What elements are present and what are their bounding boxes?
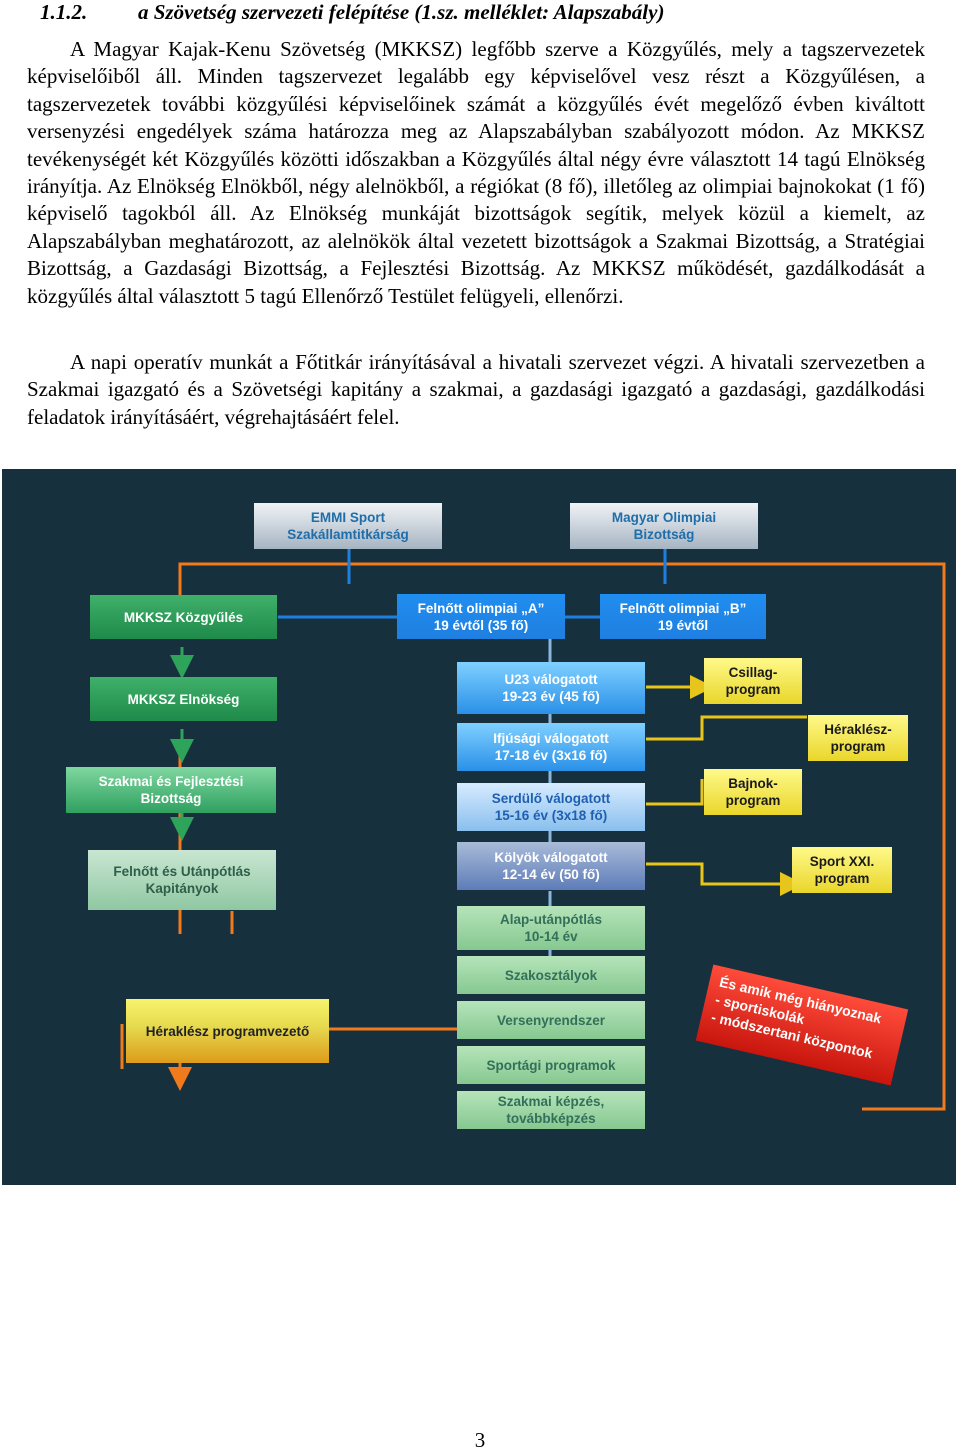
elnokseg-box: MKKSZ Elnökség xyxy=(90,677,277,721)
org-chart: EMMI Sport Szakállamtitkárság Magyar Oli… xyxy=(2,469,956,1185)
ifjusagi-box: Ifjúsági válogatott 17-18 év (3x16 fő) xyxy=(457,723,645,771)
szakmai-bizottsag-box: Szakmai és Fejlesztési Bizottság xyxy=(66,767,276,813)
szakmai-kepzes-box: Szakmai képzés, továbbképzés xyxy=(457,1091,645,1129)
section-title: a Szövetség szervezeti felépítése (1.sz.… xyxy=(138,0,665,24)
kozgyules-box: MKKSZ Közgyűlés xyxy=(90,595,277,639)
alap-box: Alap-utánpótlás 10-14 év xyxy=(457,906,645,950)
u23-box: U23 válogatott 19-23 év (45 fő) xyxy=(457,662,645,714)
emmi-box: EMMI Sport Szakállamtitkárság xyxy=(254,503,442,549)
heraklesz-box: Héraklész- program xyxy=(808,715,908,761)
page-number: 3 xyxy=(474,1428,486,1452)
csillag-box: Csillag- program xyxy=(704,658,802,704)
mob-box: Magyar Olimpiai Bizottság xyxy=(570,503,758,549)
kapitanyok-box: Felnőtt és Utánpótlás Kapitányok xyxy=(88,850,276,910)
sportagi-box: Sportági programok xyxy=(457,1046,645,1084)
paragraph-2: A napi operatív munkát a Főtitkár irányí… xyxy=(27,350,925,429)
paragraph-1: A Magyar Kajak-Kenu Szövetség (MKKSZ) le… xyxy=(27,37,925,308)
serdulo-box: Serdülő válogatott 15-16 év (3x18 fő) xyxy=(457,783,645,831)
org-chart-connectors xyxy=(120,547,946,1111)
szakosztalyok-box: Szakosztályok xyxy=(457,956,645,994)
versenyrendszer-box: Versenyrendszer xyxy=(457,1001,645,1039)
heraklesz-vezeto-box: Héraklész programvezető xyxy=(126,999,329,1063)
bajnok-box: Bajnok- program xyxy=(704,769,802,815)
felnott-b-box: Felnőtt olimpiai „B” 19 évtől xyxy=(600,594,766,639)
sport21-box: Sport XXI. program xyxy=(792,847,892,893)
felnott-a-box: Felnőtt olimpiai „A” 19 évtől (35 fő) xyxy=(397,594,565,639)
section-number: 1.1.2. xyxy=(40,0,88,24)
section-heading: 1.1.2. a Szövetség szervezeti felépítése … xyxy=(40,0,664,24)
kolyok-box: Kölyök válogatott 12-14 év (50 fő) xyxy=(457,842,645,890)
